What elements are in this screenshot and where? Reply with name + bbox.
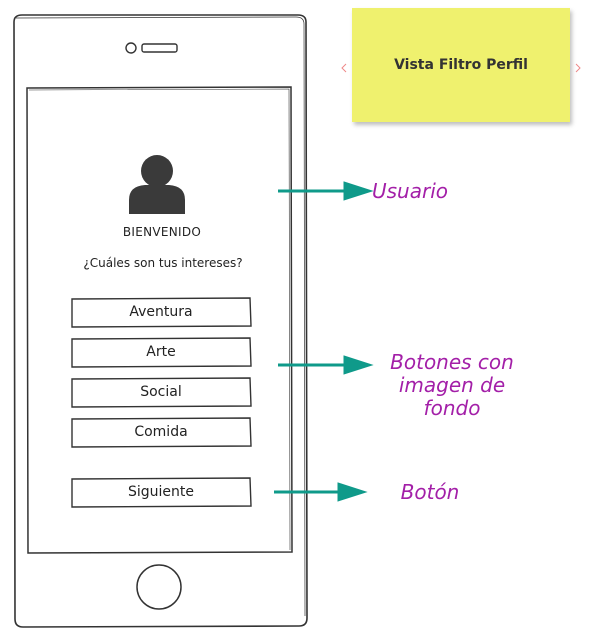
- sticky-note-title: Vista Filtro Perfil: [352, 8, 570, 122]
- option-button-aventura[interactable]: Aventura: [129, 304, 193, 320]
- annotation-boton: Botón: [400, 480, 460, 504]
- phone-screen: [26, 86, 293, 554]
- arrow-botones: [278, 355, 374, 375]
- annotation-usuario: Usuario: [372, 179, 449, 203]
- interests-question: ¿Cuáles son tus intereses?: [83, 256, 243, 270]
- phone-body: [13, 14, 308, 628]
- speaker-slot: [141, 43, 178, 53]
- home-button: [136, 564, 182, 610]
- user-silhouette-icon: [129, 155, 185, 214]
- option-button-social[interactable]: Social: [140, 384, 182, 400]
- arrow-boton: [274, 482, 368, 502]
- camera-dot: [125, 42, 137, 54]
- welcome-heading: BIENVENIDO: [122, 225, 202, 239]
- option-button-arte[interactable]: Arte: [146, 344, 176, 360]
- annotation-botones-line-2: imagen de: [398, 373, 506, 397]
- annotation-botones-line-1: Botones con: [390, 350, 514, 374]
- annotation-botones-line-3: fondo: [423, 396, 481, 420]
- arrow-usuario: [278, 181, 374, 201]
- next-button[interactable]: Siguiente: [127, 484, 194, 500]
- option-button-comida[interactable]: Comida: [134, 424, 188, 440]
